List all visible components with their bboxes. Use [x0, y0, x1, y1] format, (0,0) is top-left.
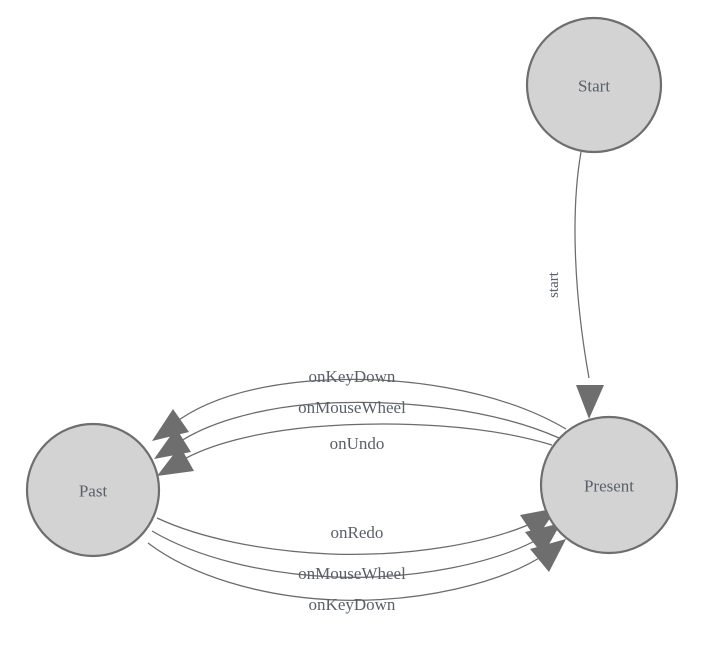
- node-present-circle: [539, 415, 679, 555]
- arrowhead-present-2: [525, 523, 561, 555]
- arrowhead-past-3: [157, 446, 194, 476]
- edge-label-onkeydown-top: onKeyDown: [309, 367, 396, 386]
- edge-past-to-present-onmousewheel-path: [151, 530, 543, 578]
- node-past-label: Past: [79, 482, 108, 501]
- edge-present-to-past-onmousewheel-path: [174, 401, 560, 446]
- node-start[interactable]: Start: [525, 16, 663, 154]
- edge-label-onundo: onUndo: [330, 434, 385, 453]
- edge-start-to-present-path: [574, 151, 590, 379]
- node-past-circle: [25, 422, 161, 558]
- edge-label-onmousewheel-bottom: onMouseWheel: [298, 564, 406, 583]
- edge-past-to-present-onkeydown-path: [147, 542, 548, 601]
- node-start-label: Start: [578, 77, 610, 96]
- edge-label-onkeydown-bottom: onKeyDown: [309, 595, 396, 614]
- edge-past-to-present-onmousewheel[interactable]: [151, 523, 561, 578]
- node-past[interactable]: Past: [25, 422, 161, 558]
- edge-label-onmousewheel-top: onMouseWheel: [298, 398, 406, 417]
- arrowhead-past-1: [152, 409, 189, 441]
- edge-present-to-past-onundo[interactable]: [157, 423, 553, 476]
- edge-present-to-past-onkeydown[interactable]: [152, 378, 567, 441]
- edge-present-to-past-onundo-path: [178, 423, 553, 463]
- edge-past-to-present-onkeydown[interactable]: [147, 539, 566, 601]
- node-present[interactable]: Present: [539, 415, 679, 555]
- edge-start-to-present[interactable]: start: [546, 151, 604, 419]
- edge-label-start: start: [546, 271, 562, 298]
- edge-label-onredo: onRedo: [331, 523, 384, 542]
- arrowhead-present-3: [530, 539, 566, 572]
- node-present-label: Present: [584, 477, 634, 496]
- arrowhead-present-top: [576, 385, 604, 419]
- edge-past-to-present-onredo-path: [156, 517, 538, 556]
- edge-present-to-past-onkeydown-path: [171, 378, 567, 430]
- node-start-circle: [525, 16, 663, 154]
